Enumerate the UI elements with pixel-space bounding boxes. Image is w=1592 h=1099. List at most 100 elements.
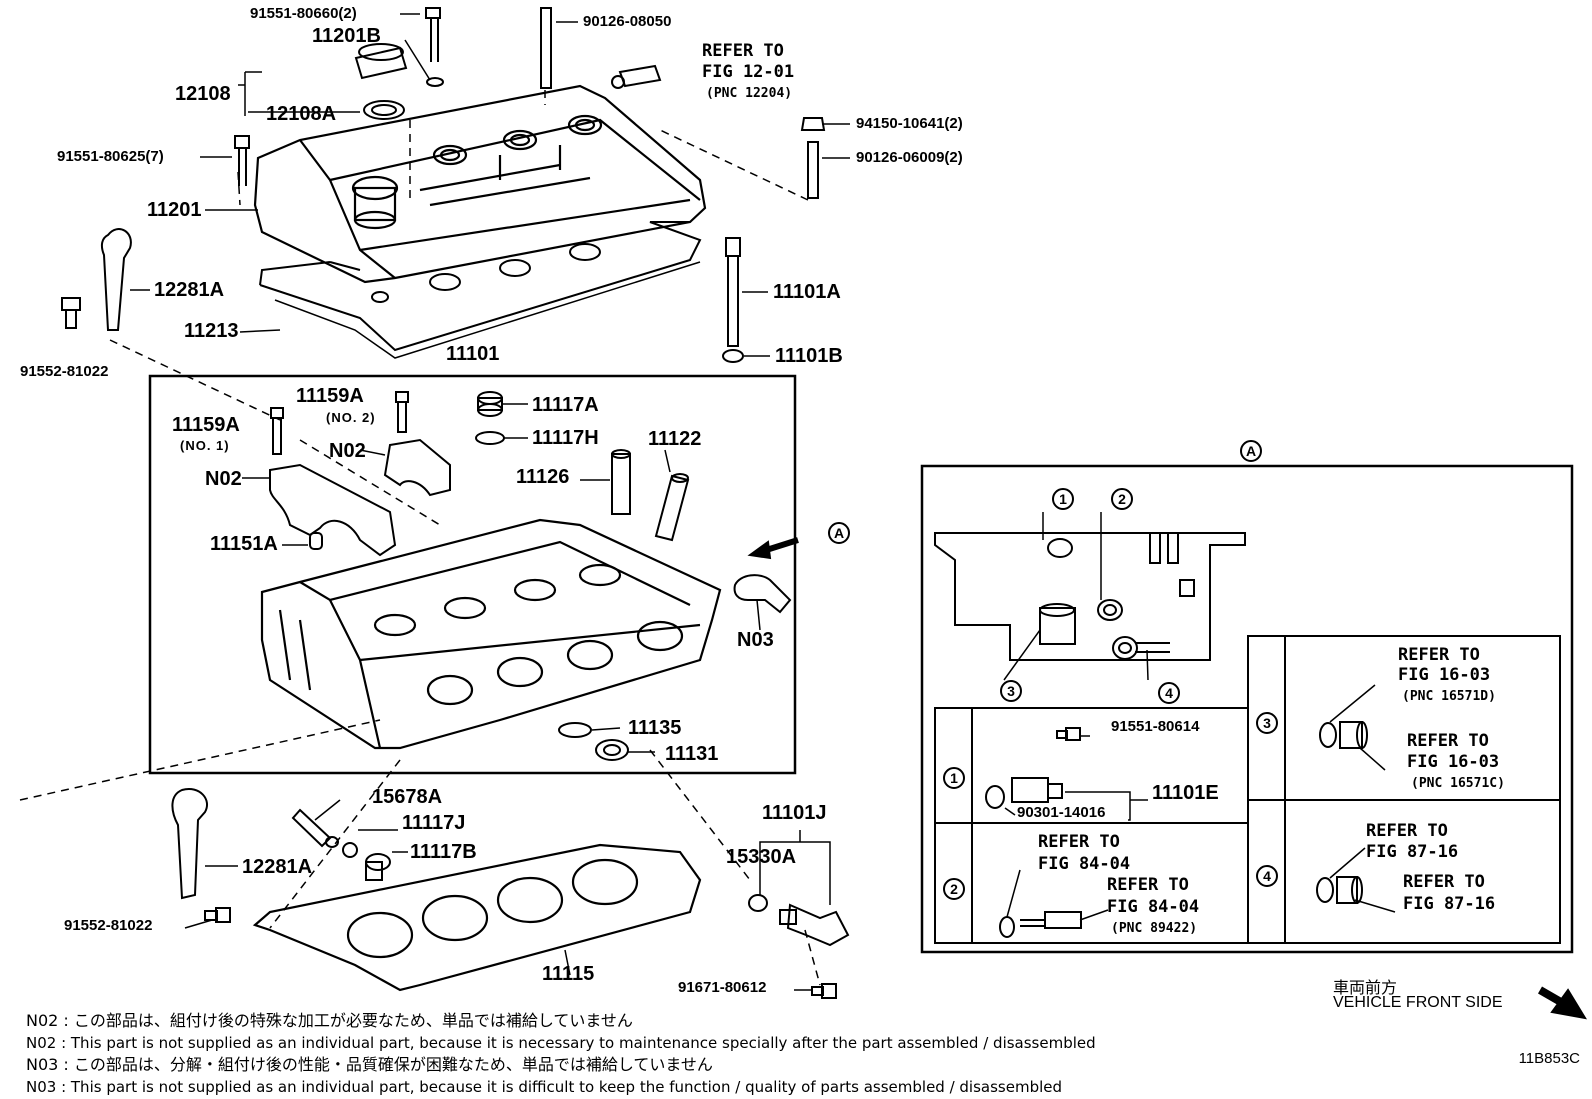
dashed-guides: [19, 90, 821, 986]
bolt-91551-80614: [1056, 727, 1081, 741]
callout-a-arrow: A: [828, 522, 850, 544]
cylinder-head: [260, 518, 722, 750]
callout-4-bottom: 4: [1158, 682, 1180, 704]
refer-3a-line2: FIG 16-03: [1398, 665, 1491, 685]
bearing-cap-n02-large: [269, 463, 397, 557]
refer-top-line3: (PNC 12204): [706, 86, 793, 101]
label-91551-80660: 91551-80660(2): [250, 5, 357, 22]
callout-1-top: 1: [1052, 488, 1074, 510]
label-11151A: 11151A: [210, 533, 278, 555]
label-90301-14016: 90301-14016: [1017, 804, 1106, 821]
refer-top-line2: FIG 12-01: [702, 62, 795, 82]
label-91552-bottom: 91552-81022: [64, 917, 153, 934]
sensor-11101E: [1011, 777, 1063, 803]
label-11117A: 11117A: [532, 394, 599, 416]
head-gasket-11115: [252, 843, 702, 992]
label-11159A-no1: 11159A: [172, 414, 240, 436]
bolt-91671: [811, 983, 837, 999]
label-11126: 11126: [516, 466, 570, 488]
note-n02-jp: N02 : この部品は、組付け後の特殊な加工が必要なため、単品では補給していませ…: [26, 1011, 633, 1030]
refer-4a-line2: FIG 87-16: [1366, 842, 1459, 862]
callout-a-title: A: [1240, 440, 1262, 462]
label-90126-06009: 90126-06009(2): [856, 149, 963, 166]
vehicle-front-jp: 車両前方: [1333, 978, 1398, 997]
bolt-91551-80625: [234, 135, 250, 186]
refer-3b-line2: FIG 16-03: [1407, 752, 1500, 772]
refer-2b-line1: REFER TO: [1107, 875, 1189, 895]
note-n03-jp: N03 : この部品は、分解・組付け後の性能・品質確保が困難なため、単品では補給…: [26, 1055, 713, 1074]
head-cover-gasket: [259, 221, 702, 352]
callout-1-cell: 1: [943, 767, 965, 789]
label-11201: 11201: [147, 199, 202, 221]
label-11122: 11122: [648, 428, 702, 450]
label-11201B: 11201B: [312, 25, 381, 47]
bracket-12281A-bottom: [171, 788, 208, 900]
label-11101E: 11101E: [1152, 782, 1219, 804]
detail-3-4-frame: [1247, 635, 1561, 944]
label-11159A-no2: 11159A: [296, 385, 364, 407]
vehicle-front-en: VEHICLE FRONT SIDE: [1333, 994, 1503, 1011]
guide-11122: [654, 473, 690, 542]
label-91552-top: 91552-81022: [20, 363, 109, 380]
label-91551-80625: 91551-80625(7): [57, 148, 164, 165]
elbow-n03: [733, 574, 792, 614]
note-n02-en: N02 : This part is not supplied as an in…: [26, 1034, 1096, 1052]
pcv-valve: [611, 64, 662, 89]
callout-3-bottom: 3: [1000, 680, 1022, 702]
detail-1-2-frame: [934, 707, 1249, 944]
callout-3-cell: 3: [1256, 712, 1278, 734]
refer-2b-line2: FIG 84-04: [1107, 897, 1200, 917]
refer-4b-line2: FIG 87-16: [1403, 894, 1496, 914]
label-15678A: 15678A: [372, 786, 443, 808]
note-n03-en: N03 : This part is not supplied as an in…: [26, 1078, 1063, 1096]
cylinder-head-frame: [148, 374, 797, 775]
label-91551-80614: 91551-80614: [1111, 718, 1200, 735]
refer-4b-line1: REFER TO: [1403, 872, 1485, 892]
pin-11151A: [309, 532, 323, 550]
label-11117H: 11117H: [532, 427, 599, 449]
sensor-detail-2: [1020, 911, 1082, 929]
stud-90126-06009: [807, 141, 819, 199]
label-11101J: 11101J: [762, 802, 827, 824]
gasket-11117J: [342, 842, 358, 858]
label-no2: (NO. 2): [326, 410, 376, 425]
label-n03: N03: [737, 629, 774, 651]
refer-2a-line2: FIG 84-04: [1038, 854, 1131, 874]
seal-11135: [558, 722, 592, 738]
hose-clamp-detail-3: [1319, 721, 1368, 749]
callout-4-cell: 4: [1256, 865, 1278, 887]
label-11213: 11213: [184, 320, 239, 342]
bolt-11159A-no2: [395, 391, 409, 433]
refer-2b-line3: (PNC 89422): [1111, 921, 1198, 936]
detail-a-frame: [920, 464, 1574, 954]
label-no1: (NO. 1): [180, 438, 230, 453]
label-12281A-top: 12281A: [154, 279, 225, 301]
bolt-91551-80660: [425, 7, 444, 87]
label-11101B: 11101B: [775, 345, 843, 367]
label-n02-large: N02: [205, 468, 242, 490]
refer-3a-line3: (PNC 16571D): [1402, 689, 1496, 704]
sensor-11101J: [779, 903, 850, 947]
label-11101A: 11101A: [773, 281, 841, 303]
label-11115: 11115: [542, 963, 595, 985]
label-11117J: 11117J: [402, 812, 466, 834]
label-11131: 11131: [665, 743, 719, 765]
seal-11131: [595, 739, 629, 761]
label-11117B: 11117B: [410, 841, 477, 863]
refer-2a-line1: REFER TO: [1038, 832, 1120, 852]
illustration-code: 11B853C: [1518, 1050, 1580, 1067]
plug-11117B: [365, 853, 391, 881]
bolt-15678A: [291, 808, 339, 848]
bearing-cap-n02-small: [383, 438, 451, 497]
label-12108A: 12108A: [266, 103, 337, 125]
refer-4a-line1: REFER TO: [1366, 821, 1448, 841]
bracket-12281A-top: [100, 228, 132, 331]
label-91671-80612: 91671-80612: [678, 979, 767, 996]
nut-94150: [800, 117, 826, 131]
gasket-11117H: [475, 431, 505, 445]
label-11101: 11101: [446, 343, 500, 365]
plug-11117A: [477, 391, 503, 417]
leader-lines: [130, 13, 1396, 991]
label-11135: 11135: [628, 717, 682, 739]
label-n02-small: N02: [329, 440, 366, 462]
